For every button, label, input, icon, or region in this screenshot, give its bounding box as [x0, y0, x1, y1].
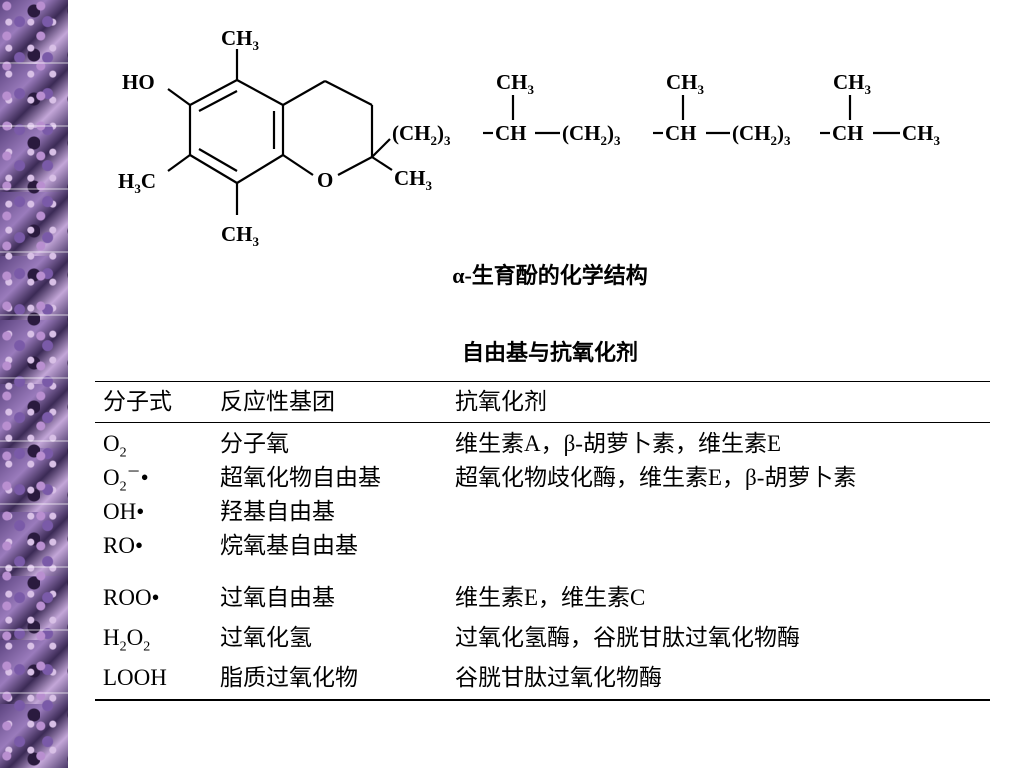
formula-cell: LOOH: [103, 665, 167, 690]
ch-3: CH: [832, 121, 864, 145]
row-gap: [95, 563, 990, 581]
alpha-tocopherol-structure: CH3 HO H3C CH3 O CH3 (CH2)3 CH CH3 (CH2)…: [110, 15, 970, 255]
svg-text:(CH2)3: (CH2)3: [732, 121, 791, 148]
formula-cell: OH•: [103, 499, 145, 524]
formula-cell: O2－•: [103, 465, 149, 495]
decorative-side-strip: [0, 0, 68, 768]
table-body: O2 分子氧 维生素A，β-胡萝卜素，维生素E O2－• 超氧化物自由基 超氧化…: [95, 423, 990, 699]
group-cell: 烷氧基自由基: [220, 533, 358, 558]
svg-text:CH3: CH3: [666, 70, 705, 97]
ch3-c2: CH3: [394, 166, 433, 193]
table-row: LOOH 脂质过氧化物 谷胱甘肽过氧化物酶: [95, 661, 990, 695]
header-formula: 分子式: [103, 389, 172, 414]
svg-text:CH3: CH3: [902, 121, 941, 148]
ho-label: HO: [122, 70, 155, 94]
svg-text:CH3: CH3: [496, 70, 535, 97]
group-cell: 脂质过氧化物: [220, 665, 358, 690]
svg-text:CH3: CH3: [221, 222, 260, 249]
ring-oxygen-label: O: [317, 168, 333, 192]
ch3-top: CH3: [221, 26, 260, 53]
antioxidant-cell: [455, 529, 990, 563]
table-row: H2O2 过氧化氢 过氧化氢酶，谷胱甘肽过氧化物酶: [95, 621, 990, 655]
table-header-row: 分子式 反应性基团 抗氧化剂: [95, 382, 990, 422]
antioxidant-cell: 维生素E，维生素C: [455, 585, 646, 610]
antioxidant-cell: [455, 495, 990, 529]
structure-drawing: CH3 HO H3C CH3 O CH3 (CH2)3 CH CH3 (CH2)…: [118, 26, 941, 249]
svg-text:CH3: CH3: [221, 26, 260, 53]
ring-bonds: [167, 49, 900, 215]
table-row: ROO• 过氧自由基 维生素E，维生素C: [95, 581, 990, 615]
ch2-group-1: (CH2)3: [392, 121, 451, 148]
formula-cell: ROO•: [103, 585, 160, 610]
ch3-end: CH3: [902, 121, 941, 148]
svg-text:H3C: H3C: [118, 169, 156, 196]
group-cell: 过氧自由基: [220, 585, 335, 610]
ch2-group-3: (CH2)3: [732, 121, 791, 148]
table-row: O2－• 超氧化物自由基 超氧化物歧化酶，维生素E，β-胡萝卜素: [95, 461, 990, 495]
svg-text:CH3: CH3: [833, 70, 872, 97]
chain-ch3-1: CH3: [496, 70, 535, 97]
h3c-label: H3C: [118, 169, 156, 196]
table-row: RO• 烷氧基自由基: [95, 529, 990, 563]
group-cell: 分子氧: [220, 431, 289, 456]
header-antioxidant: 抗氧化剂: [455, 389, 547, 414]
chain-ch3-2: CH3: [666, 70, 705, 97]
antioxidant-cell: 过氧化氢酶，谷胱甘肽过氧化物酶: [455, 625, 800, 650]
structure-caption: α-生育酚的化学结构: [452, 263, 648, 288]
ch2-group-2: (CH2)3: [562, 121, 621, 148]
svg-text:(CH2)3: (CH2)3: [392, 121, 451, 148]
svg-text:(CH2)3: (CH2)3: [562, 121, 621, 148]
formula-cell: H2O2: [103, 625, 151, 655]
formula-cell: O2: [103, 431, 127, 461]
ch-2: CH: [665, 121, 697, 145]
group-cell: 羟基自由基: [220, 499, 335, 524]
antioxidant-cell: 超氧化物歧化酶，维生素E，β-胡萝卜素: [455, 465, 857, 490]
table-row: O2 分子氧 维生素A，β-胡萝卜素，维生素E: [95, 427, 990, 461]
table-title: 自由基与抗氧化剂: [461, 340, 638, 365]
svg-text:CH3: CH3: [394, 166, 433, 193]
antioxidant-cell: 谷胱甘肽过氧化物酶: [455, 665, 662, 690]
group-cell: 超氧化物自由基: [220, 465, 381, 490]
table-row: OH• 羟基自由基: [95, 495, 990, 529]
chain-ch3-3: CH3: [833, 70, 872, 97]
radicals-antioxidants-table: 分子式 反应性基团 抗氧化剂 O2 分子氧 维生素A，β-胡萝卜素，维生素E O…: [95, 381, 990, 701]
antioxidant-cell: 维生素A，β-胡萝卜素，维生素E: [455, 431, 782, 456]
header-group: 反应性基团: [220, 389, 335, 414]
ch-1: CH: [495, 121, 527, 145]
group-cell: 过氧化氢: [220, 625, 312, 650]
formula-cell: RO•: [103, 533, 144, 558]
table-top-rule: [95, 381, 990, 382]
table-bottom-rule: [95, 699, 990, 701]
ch3-bottom: CH3: [221, 222, 260, 249]
table-header-rule: [95, 422, 990, 423]
